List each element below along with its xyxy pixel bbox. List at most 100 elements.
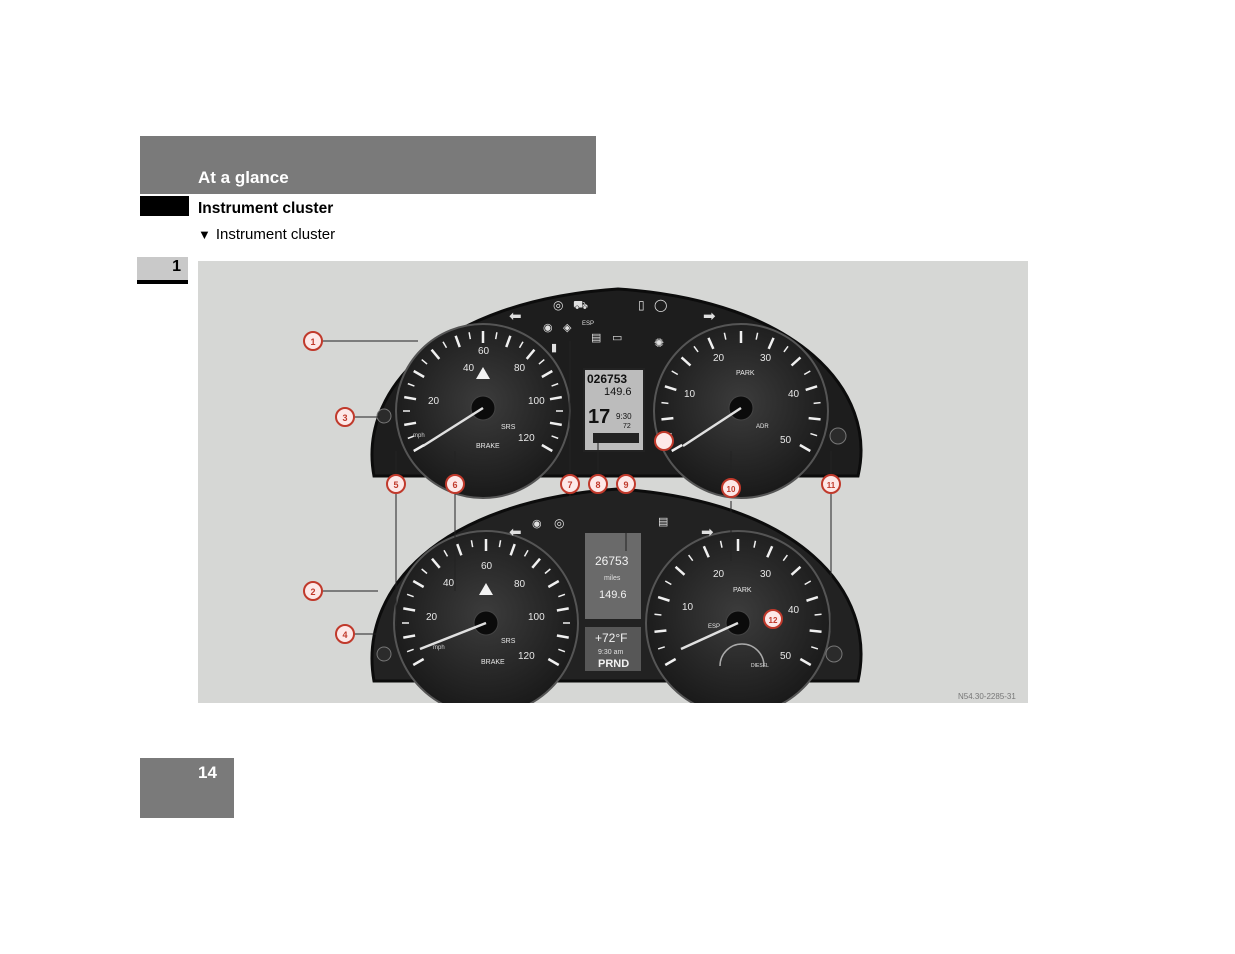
lower-speedo-label-120: 120 xyxy=(518,651,535,662)
lower-left-turn-icon: ⬅ xyxy=(509,524,522,541)
lower-tpms-icon: ◎ xyxy=(554,516,564,530)
lower-speedo-tick xyxy=(431,557,441,569)
upper-tacho-tick xyxy=(680,356,692,367)
svg-text:1: 1 xyxy=(310,337,315,347)
instrument-cluster-figure: 40 60 80 20 100 120 mph SRS BRAKE 20 30 … xyxy=(198,261,1028,703)
lower-speedo-unit: mph xyxy=(433,645,445,651)
lower-tacho-label-10: 10 xyxy=(682,602,694,613)
upper-speedo-tick xyxy=(413,369,425,379)
lower-cluster: 40 60 80 20 100 120 mph SRS BRAKE 20 30 … xyxy=(370,487,863,703)
upper-tacho-tick xyxy=(693,345,699,353)
svg-text:4: 4 xyxy=(342,630,347,640)
lower-tacho-tick xyxy=(753,540,757,548)
lower-display-bottom xyxy=(583,625,643,673)
upper-speedo-tick xyxy=(551,435,559,440)
lower-speedo-label-60: 60 xyxy=(481,561,493,572)
upper-tacho-tick xyxy=(661,401,669,405)
upper-speedo-label-120: 120 xyxy=(518,433,535,444)
lower-display-odometer: 26753 xyxy=(595,554,629,568)
upper-tacho-tick xyxy=(707,337,715,350)
lower-speedo-ticks xyxy=(402,539,570,667)
upper-tacho-tick xyxy=(664,385,677,392)
lower-speedo-tick xyxy=(403,607,416,612)
lower-tacho-tick xyxy=(804,580,812,586)
upper-light-icon: ✺ xyxy=(654,336,664,350)
lower-park-label: PARK xyxy=(733,587,752,594)
upper-speedo-ticks xyxy=(403,331,563,453)
lower-brake-label: BRAKE xyxy=(481,659,505,666)
svg-text:5: 5 xyxy=(393,480,398,490)
lower-tacho-ticks xyxy=(654,539,822,667)
lower-speedo-tick xyxy=(412,657,425,667)
upper-speedo-tick xyxy=(430,348,441,360)
callout-5: 5 xyxy=(386,474,406,494)
lower-tacho-tick xyxy=(664,580,672,586)
callout-3: 3 xyxy=(335,407,355,427)
lower-right-turn-icon: ➡ xyxy=(701,524,714,541)
upper-speedo-tick xyxy=(549,395,563,401)
section-marker-bar xyxy=(140,196,189,216)
upper-speedo-tick xyxy=(403,421,417,427)
upper-tacho-tick xyxy=(799,443,811,453)
upper-lcd-odometer: 026753 xyxy=(587,372,627,386)
lower-tacho-tick xyxy=(674,565,686,576)
upper-tacho-tick xyxy=(671,370,679,376)
upper-speedo-tick xyxy=(541,369,553,379)
upper-lcd-bar xyxy=(593,433,639,443)
lower-speedo-label-100: 100 xyxy=(528,612,545,623)
upper-speedo-tick xyxy=(525,348,536,360)
lower-speedo-tick xyxy=(456,543,463,556)
lower-speedo-tick xyxy=(509,543,516,556)
callout-9: 9 xyxy=(616,474,636,494)
lower-speedo-label-80: 80 xyxy=(514,579,526,590)
lower-tacho-tick xyxy=(657,646,666,650)
lower-display-trip: 149.6 xyxy=(599,589,627,601)
lower-tacho-tick xyxy=(654,613,662,616)
upper-battery-icon: ▭ xyxy=(612,332,622,344)
upper-park-label: PARK xyxy=(736,370,755,377)
lower-speedo-tick xyxy=(558,593,566,598)
upper-speedo-needle xyxy=(422,406,484,448)
sub-heading: ▼Instrument cluster xyxy=(198,226,335,243)
lower-tacho-tick xyxy=(806,595,819,602)
upper-right-knob xyxy=(829,427,847,445)
upper-tacho-needle xyxy=(682,406,742,448)
upper-speedo-tick xyxy=(454,335,461,348)
upper-esp-warn-icon: ◈ xyxy=(563,322,572,334)
triangle-marker-icon: ▼ xyxy=(198,227,211,242)
callout-2: 2 xyxy=(303,581,323,601)
upper-tacho-tick xyxy=(723,332,727,340)
upper-tacho-label-40: 40 xyxy=(788,389,800,400)
upper-lcd-trip: 149.6 xyxy=(604,386,632,398)
upper-abs-icon: ◉ xyxy=(543,322,553,334)
upper-tacho-tick xyxy=(755,332,759,340)
lower-speedo-tick xyxy=(544,568,551,575)
upper-srs-label: SRS xyxy=(501,424,516,431)
upper-tacho-tick xyxy=(671,443,683,453)
lower-speedo-tick xyxy=(412,579,425,589)
lower-tacho-tick xyxy=(664,657,677,667)
upper-car-icon: ⛟ xyxy=(573,298,588,312)
lower-esp-label: ESP xyxy=(708,624,720,630)
upper-speedo-label-40: 40 xyxy=(463,363,475,374)
lower-speedo-tick xyxy=(406,593,414,598)
lower-tacho-tick xyxy=(782,554,788,562)
upper-speedo-tick xyxy=(403,395,417,401)
upper-tacho-tick xyxy=(783,345,789,353)
lower-right-knob xyxy=(825,645,843,663)
upper-tacho-tick xyxy=(661,416,674,421)
svg-text:2: 2 xyxy=(310,587,315,597)
lower-tacho-tick xyxy=(657,595,670,602)
upper-lcd-time: 9:30 xyxy=(616,412,632,421)
lower-speedo-tick xyxy=(421,568,428,575)
upper-tacho-tick xyxy=(813,401,821,405)
callout-6: 6 xyxy=(445,474,465,494)
lower-srs-label: SRS xyxy=(501,638,516,645)
page-number: 14 xyxy=(198,763,217,782)
upper-speedo-tick xyxy=(421,359,428,365)
upper-door-icon: ▯ xyxy=(638,298,645,312)
upper-speedo-tick xyxy=(407,382,415,387)
upper-speedo-label-60: 60 xyxy=(478,346,490,357)
svg-text:8: 8 xyxy=(595,480,600,490)
upper-lcd-temp: 72 xyxy=(623,423,631,430)
